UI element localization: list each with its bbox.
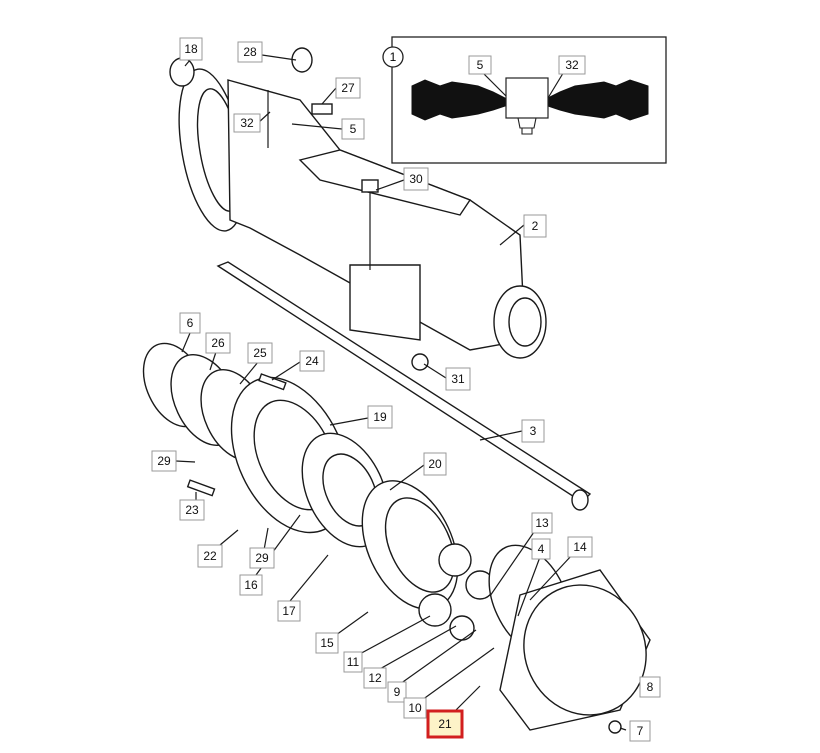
svg-text:18: 18	[184, 42, 198, 56]
callout-12: 12	[363, 667, 387, 689]
callout-14: 14	[567, 536, 593, 558]
inset-callout-5: 5	[468, 55, 492, 75]
svg-text:15: 15	[320, 636, 334, 650]
svg-text:5: 5	[350, 122, 357, 136]
callout-3: 3	[521, 419, 545, 443]
callout-29-lower: 29	[249, 547, 275, 569]
inset-number-circle	[382, 46, 404, 68]
svg-text:22: 22	[203, 549, 217, 563]
svg-text:20: 20	[428, 457, 442, 471]
svg-text:6: 6	[187, 316, 194, 330]
callout-32: 32	[233, 113, 261, 133]
inset-axle-right	[547, 79, 649, 121]
svg-text:7: 7	[637, 724, 644, 738]
callout-8: 8	[639, 676, 661, 698]
axle-housing	[169, 47, 547, 371]
svg-text:12: 12	[368, 671, 382, 685]
callout-9: 9	[387, 681, 407, 703]
callout-18: 18	[179, 37, 203, 61]
callout-22: 22	[197, 544, 223, 568]
svg-text:17: 17	[282, 604, 296, 618]
svg-text:21: 21	[438, 717, 452, 731]
svg-text:14: 14	[573, 540, 587, 554]
svg-text:16: 16	[244, 578, 258, 592]
inset-center-housing	[505, 77, 549, 119]
inset-axle-left	[411, 79, 506, 121]
svg-text:24: 24	[305, 354, 319, 368]
callout-19: 19	[367, 405, 393, 429]
callout-25: 25	[247, 342, 273, 364]
svg-text:19: 19	[373, 410, 387, 424]
callout-16: 16	[239, 574, 263, 596]
svg-text:9: 9	[394, 685, 401, 699]
callout-13: 13	[531, 512, 553, 534]
svg-text:5: 5	[477, 58, 484, 72]
svg-text:32: 32	[240, 116, 254, 130]
svg-text:26: 26	[211, 336, 225, 350]
inset-callout-32: 32	[558, 55, 586, 75]
callout-28: 28	[237, 41, 263, 63]
svg-text:25: 25	[253, 346, 267, 360]
callout-10: 10	[403, 697, 427, 719]
svg-text:13: 13	[535, 516, 549, 530]
callout-26: 26	[205, 332, 231, 354]
svg-text:8: 8	[647, 680, 654, 694]
svg-text:11: 11	[347, 655, 360, 669]
svg-text:23: 23	[185, 503, 199, 517]
callout-30: 30	[403, 167, 429, 191]
callout-21-highlighted: 21	[426, 709, 464, 739]
callout-24: 24	[299, 350, 325, 372]
callout-17: 17	[277, 600, 301, 622]
inset-number: 1	[390, 50, 397, 64]
callout-11: 11	[343, 651, 363, 673]
svg-text:2: 2	[532, 219, 539, 233]
svg-text:31: 31	[451, 372, 465, 386]
svg-text:30: 30	[409, 172, 423, 186]
callout-6: 6	[179, 312, 201, 334]
svg-text:29: 29	[255, 551, 269, 565]
inset-pivot	[517, 117, 537, 135]
svg-text:32: 32	[565, 58, 579, 72]
svg-text:28: 28	[243, 45, 257, 59]
inset-detail: 1 5 32	[382, 36, 667, 164]
callout-2: 2	[523, 214, 547, 238]
callout-23: 23	[179, 499, 205, 521]
svg-text:3: 3	[530, 424, 537, 438]
callout-7: 7	[629, 720, 651, 742]
drive-shaft	[216, 261, 592, 511]
svg-text:27: 27	[341, 81, 355, 95]
hub-assembly	[142, 342, 651, 734]
svg-text:4: 4	[538, 542, 545, 556]
callout-5: 5	[341, 118, 365, 140]
callout-31: 31	[445, 367, 471, 391]
callout-29-upper: 29	[151, 450, 177, 472]
callout-27: 27	[335, 77, 361, 99]
callout-20: 20	[423, 452, 447, 476]
svg-text:10: 10	[408, 701, 422, 715]
callout-15: 15	[315, 632, 339, 654]
callout-4: 4	[531, 538, 551, 560]
svg-text:29: 29	[157, 454, 171, 468]
